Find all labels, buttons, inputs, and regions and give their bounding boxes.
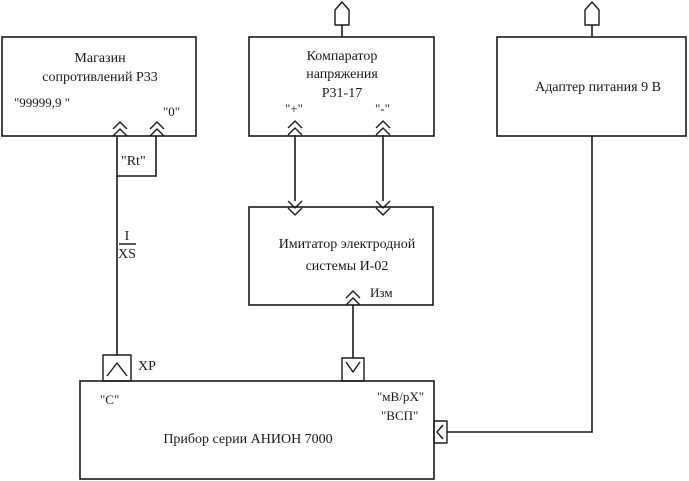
xp-plug-connector-icon — [102, 354, 132, 382]
simulator-terminal-meas: Изм — [370, 285, 393, 300]
cable-fraction-bottom: XS — [118, 247, 136, 262]
xp-label: XP — [138, 359, 156, 374]
anion-device-title: Прибор серии АНИОН 7000 — [163, 432, 332, 447]
simulator-plus-chevron-icon — [287, 200, 303, 216]
simulator-block: Имитатор электродной системы И-02 Изм — [248, 206, 434, 306]
comparator-frame — [248, 36, 435, 137]
power-adapter-block: Адаптер питания 9 В — [496, 36, 687, 137]
anion-device-terminal-vsp: "ВСП" — [381, 408, 418, 423]
comparator-title-1: Компаратор — [307, 49, 378, 64]
adapter-top-connector-icon — [584, 1, 600, 26]
anion-device-block: Прибор серии АНИОН 7000 "C" "мВ/рХ" "ВСП… — [79, 380, 435, 480]
comparator-title-3: Р31-17 — [322, 86, 362, 101]
comparator-terminal-plus: "+" — [285, 101, 303, 116]
resistance-box-terminal-max: "99999,9 " — [14, 95, 70, 110]
resistance-box-left-chevron-icon — [112, 121, 128, 137]
resistance-box-terminal-zero: "0" — [163, 104, 180, 119]
simulator-frame — [248, 206, 434, 306]
anion-device-terminal-c: "C" — [100, 392, 119, 407]
comparator-block: Компаратор напряжения Р31-17 "+" "-" — [248, 36, 435, 137]
rt-label: "Rt" — [121, 154, 146, 169]
cable-fraction-top: I — [125, 229, 130, 244]
resistance-box-title-1: Магазин — [74, 51, 126, 66]
comparator-minus-chevron-icon — [375, 120, 391, 136]
resistance-box-title-2: сопротивлений Р33 — [42, 70, 158, 85]
simulator-title-2: системы И-02 — [306, 259, 389, 274]
resistance-box-right-chevron-icon — [149, 121, 165, 137]
anion-device-frame — [79, 380, 435, 480]
comparator-plus-chevron-icon — [287, 120, 303, 136]
power-wire — [447, 136, 593, 433]
meas-plug-connector-icon — [341, 357, 365, 382]
resistance-box-frame — [1, 36, 197, 137]
resistance-box-block: Магазин сопротивлений Р33 "99999,9 " "0" — [1, 36, 197, 137]
anion-device-terminal-mv: "мВ/рХ" — [377, 389, 424, 404]
simulator-title-1: Имитатор электродной — [279, 237, 416, 252]
comparator-title-2: напряжения — [306, 67, 378, 82]
comparator-top-connector-icon — [334, 1, 350, 26]
simulator-minus-chevron-icon — [375, 200, 391, 216]
power-socket-connector-icon — [433, 420, 448, 444]
rt-jumper-wire — [116, 136, 157, 177]
comparator-terminal-minus: "-" — [375, 101, 390, 116]
simulator-meas-chevron-icon — [345, 290, 361, 306]
power-adapter-title: Адаптер питания 9 В — [535, 80, 661, 95]
